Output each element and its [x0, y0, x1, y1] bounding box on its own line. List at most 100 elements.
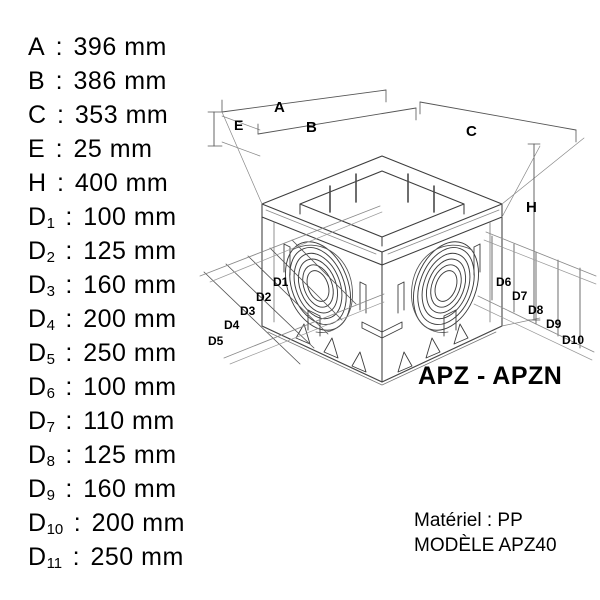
spec-subscript: 4	[46, 317, 55, 334]
spec-symbol: D	[28, 305, 47, 333]
spec-symbol: D	[28, 237, 47, 265]
spec-separator: :	[57, 407, 81, 435]
spec-symbol: E	[28, 135, 46, 163]
spec-symbol: B	[28, 67, 46, 95]
spec-symbol: D	[28, 475, 47, 503]
spec-separator: :	[57, 475, 81, 503]
chamber-isometric-svg: E A B C H D1 D2 D3 D4 D5 D6 D7 D8 D9 D10	[199, 89, 597, 386]
spec-subscript: 10	[46, 521, 64, 538]
spec-value: 400 mm	[74, 169, 169, 197]
spec-value: 110 mm	[83, 407, 175, 435]
spec-subscript: 2	[46, 249, 55, 266]
technical-drawing: E A B C H D1 D2 D3 D4 D5 D6 D7 D8 D9 D10	[196, 86, 600, 386]
label-D7: D7	[512, 289, 528, 303]
dimension-group-left	[199, 205, 385, 365]
spec-subscript: 1	[46, 215, 55, 232]
spec-row: D2 : 125 mm	[28, 234, 218, 268]
spec-separator: :	[57, 339, 81, 367]
spec-value: 200 mm	[91, 509, 185, 537]
spec-value: 100 mm	[83, 203, 177, 231]
spec-symbol: D	[28, 339, 47, 367]
spec-row: D3 : 160 mm	[28, 268, 218, 302]
spec-value: 200 mm	[83, 305, 177, 333]
label-H: H	[526, 199, 537, 216]
label-D6: D6	[496, 275, 512, 289]
spec-symbol: D	[28, 407, 47, 435]
spec-row: D8 : 125 mm	[28, 438, 218, 472]
spec-row: D6 : 100 mm	[28, 370, 218, 404]
label-D4: D4	[224, 318, 240, 332]
spec-subscript: 3	[46, 283, 55, 300]
spec-value: 125 mm	[83, 441, 177, 469]
spec-separator: :	[48, 67, 71, 95]
spec-value: 100 mm	[83, 373, 177, 401]
label-D9: D9	[546, 317, 562, 331]
spec-value: 250 mm	[83, 339, 177, 367]
spec-row: D1 : 100 mm	[28, 200, 218, 234]
spec-symbol: D	[28, 203, 47, 231]
spec-separator: :	[49, 101, 72, 129]
spec-separator: :	[57, 237, 81, 265]
top-flange	[261, 155, 503, 266]
label-C: C	[466, 123, 477, 140]
spec-separator: :	[57, 305, 81, 333]
spec-row: D7 : 110 mm	[28, 404, 218, 438]
spec-subscript: 9	[46, 487, 55, 504]
spec-separator: :	[57, 271, 81, 299]
spec-row: C : 353 mm	[28, 98, 218, 132]
spec-subscript: 8	[46, 453, 55, 470]
dimension-E	[207, 111, 261, 157]
spec-separator: :	[57, 203, 81, 231]
label-D5: D5	[208, 334, 224, 348]
spec-value: 396 mm	[73, 33, 167, 61]
spec-value: 160 mm	[83, 475, 177, 503]
spec-symbol: D	[28, 271, 47, 299]
dimension-B	[257, 107, 417, 135]
dimension-A	[221, 89, 387, 205]
spec-subscript: 7	[46, 419, 55, 436]
wall-ribs	[283, 243, 481, 339]
spec-symbol: C	[28, 101, 47, 129]
label-D10: D10	[562, 333, 584, 347]
spec-symbol: D	[28, 441, 47, 469]
footer-info: Matériel : PP MODÈLE APZ40	[414, 508, 557, 558]
label-E: E	[234, 117, 243, 133]
spec-separator: :	[65, 543, 88, 571]
spec-row: H : 400 mm	[28, 166, 218, 200]
spec-subscript: 6	[46, 385, 55, 402]
spec-separator: :	[57, 441, 81, 469]
spec-row: B : 386 mm	[28, 64, 218, 98]
material-line: Matériel : PP	[414, 510, 523, 531]
spec-row: D5 : 250 mm	[28, 336, 218, 370]
spec-separator: :	[48, 135, 71, 163]
spec-separator: :	[49, 169, 72, 197]
spec-value: 125 mm	[83, 237, 177, 265]
spec-symbol: H	[28, 169, 47, 197]
spec-separator: :	[48, 33, 71, 61]
spec-row: D9 : 160 mm	[28, 472, 218, 506]
label-D1: D1	[273, 275, 289, 289]
model-line: MODÈLE APZ40	[414, 535, 557, 556]
spec-symbol: D	[28, 543, 47, 571]
spec-row: E : 25 mm	[28, 132, 218, 166]
spec-subscript: 11	[46, 555, 63, 572]
label-A: A	[274, 99, 285, 116]
spec-value: 353 mm	[74, 101, 169, 129]
model-title: APZ - APZN	[418, 362, 563, 390]
spec-value: 386 mm	[73, 67, 167, 95]
spec-symbol: A	[28, 33, 46, 61]
spec-value: 160 mm	[83, 271, 177, 299]
spec-row: D4 : 200 mm	[28, 302, 218, 336]
spec-row: D11 : 250 mm	[28, 540, 218, 574]
spec-value: 250 mm	[90, 543, 184, 571]
dimension-lines	[199, 89, 597, 365]
spec-symbol: D	[28, 509, 47, 537]
spec-value: 25 mm	[73, 135, 153, 163]
spec-separator: :	[66, 509, 89, 537]
dimension-group-right	[473, 231, 597, 361]
chamber-body	[261, 173, 503, 383]
left-pipe-knockout	[285, 241, 353, 333]
dimension-label-texts: E A B C H D1 D2 D3 D4 D5 D6 D7 D8 D9 D10	[208, 99, 584, 348]
label-D3: D3	[240, 304, 256, 318]
